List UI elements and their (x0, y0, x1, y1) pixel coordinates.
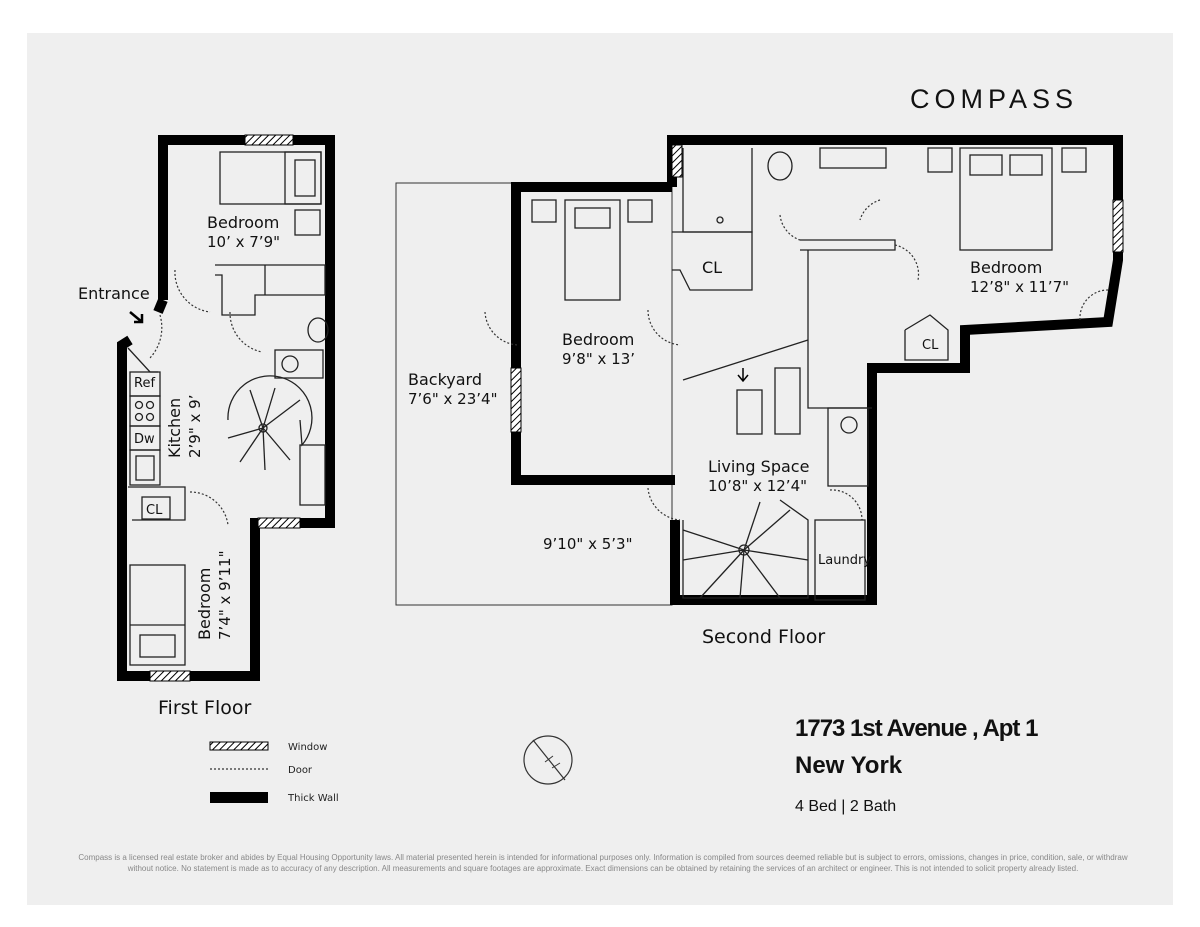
room-label: Bedroom (562, 330, 634, 349)
legend-thick-wall: Thick Wall (287, 793, 339, 804)
room-dims: 9’8" x 13’ (562, 350, 635, 368)
window (510, 367, 522, 433)
listing-address: 1773 1st Avenue , Apt 1 (795, 715, 1038, 742)
window (1112, 199, 1124, 253)
disclaimer: Compass is a licensed real estate broker… (78, 853, 1128, 873)
compass-logo: COMPASS (910, 84, 1079, 114)
legend: Window Door Thick Wall (209, 741, 339, 804)
closet-label: CL (146, 503, 163, 518)
room-label: Bedroom (207, 213, 279, 232)
window (671, 144, 683, 178)
bed (129, 564, 186, 666)
closet-label: CL (702, 258, 722, 277)
ref-label: Ref (134, 376, 155, 391)
window (149, 670, 191, 682)
entrance-label: Entrance (78, 284, 150, 303)
room-dims: 7’4" x 9’11" (216, 551, 234, 640)
sink (274, 349, 324, 379)
stove (129, 395, 161, 427)
room-label: Bedroom (195, 568, 214, 640)
room-dims: 7’6" x 23’4" (408, 390, 497, 408)
window (257, 517, 301, 529)
toilet (307, 317, 329, 343)
second-floor-plan: Backyard 7’6" x 23’4" Bedroom 9’8" x 13’… (395, 135, 1124, 648)
window-legend-swatch (209, 741, 269, 751)
dw-label: Dw (134, 432, 155, 447)
entrance-arrow-icon (129, 311, 144, 324)
room-dims: 9’10" x 5’3" (543, 535, 632, 553)
listing-summary: 4 Bed | 2 Bath (795, 798, 897, 815)
coffee-table (736, 389, 763, 435)
room-label: Kitchen (165, 398, 184, 458)
listing-city: New York (795, 752, 903, 779)
bed (959, 147, 1053, 251)
closet-label: CL (922, 338, 939, 353)
laundry-label: Laundry (818, 553, 871, 568)
first-floor-plan: Bedroom 10’ x 7’9" Kitchen 2’9" x 9’ Bed… (78, 134, 335, 719)
room-label: Bedroom (970, 258, 1042, 277)
window (244, 134, 294, 146)
room-label: Living Space (708, 457, 809, 476)
legend-window: Window (288, 742, 327, 753)
room-dims: 10’ x 7’9" (207, 233, 280, 251)
staircase (682, 499, 809, 599)
north-compass-icon (523, 735, 573, 785)
thick-wall-legend-swatch (210, 792, 268, 803)
toilet (767, 151, 793, 181)
legend-door: Door (288, 765, 313, 776)
floor-title: First Floor (158, 697, 251, 719)
room-dims: 10’8" x 12’4" (708, 477, 807, 495)
floor-title: Second Floor (702, 626, 825, 648)
sofa (774, 367, 801, 435)
double-vanity (819, 147, 887, 169)
arrow-icon (737, 368, 749, 383)
floorplan-sheet (27, 33, 1173, 905)
bed (564, 199, 621, 301)
kitchen-sink (129, 449, 161, 486)
room-label: Backyard (408, 370, 482, 389)
spiral-staircase (227, 375, 313, 471)
room-dims: 12’8" x 11’7" (970, 278, 1069, 296)
sink (827, 407, 869, 487)
room-dims: 2’9" x 9’ (186, 395, 204, 458)
